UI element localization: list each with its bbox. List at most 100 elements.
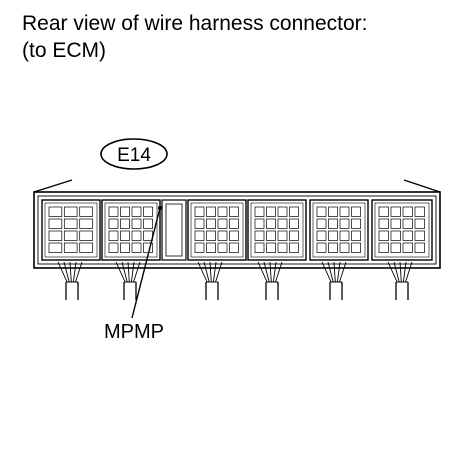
wire-strand (69, 261, 72, 283)
terminal-cavity (108, 230, 119, 241)
wire-strand (393, 261, 400, 283)
wire-strand (402, 261, 407, 283)
wire-strand (127, 261, 130, 283)
terminal-cavity (390, 218, 401, 229)
terminal-cavity (143, 206, 153, 217)
wire-strand (339, 261, 347, 283)
terminal-cavity (378, 230, 389, 241)
wire-strand (130, 261, 135, 283)
terminal-cavity (254, 230, 265, 241)
terminal-cavity (266, 218, 276, 229)
terminal-cavity (266, 206, 276, 217)
terminal-cavity (339, 230, 350, 241)
wire-strand (115, 261, 126, 283)
wire-strand (72, 261, 77, 283)
terminal-cavity (131, 242, 142, 253)
terminal-block-inner (44, 202, 98, 258)
terminal-cavity (339, 206, 350, 217)
terminal-cavity (390, 242, 401, 253)
terminal-cavity (79, 242, 93, 253)
terminal-cavity (266, 242, 276, 253)
connector-id-label: E14 (117, 145, 151, 166)
mpmp-terminal-marker (158, 206, 162, 210)
housing-inner (37, 195, 437, 265)
terminal-cavity (328, 218, 338, 229)
terminal-cavity (217, 242, 228, 253)
terminal-cavity (48, 206, 63, 217)
wire-strand (197, 261, 208, 283)
terminal-cavity (120, 206, 130, 217)
terminal-cavity (277, 242, 288, 253)
terminal-cavity (63, 242, 78, 253)
left-guide-line (33, 179, 73, 193)
wire-strand (333, 261, 336, 283)
wire-strand (405, 261, 413, 283)
terminal-cavity (79, 218, 93, 229)
terminal-cavity (351, 242, 361, 253)
terminal-cavity (143, 230, 153, 241)
wire-strand (75, 261, 83, 283)
terminal-cavity (351, 218, 361, 229)
wire-strand (275, 261, 283, 283)
terminal-cavity (339, 242, 350, 253)
wire-strand (327, 261, 334, 283)
wire-bundle (115, 261, 141, 300)
terminal-cavity (402, 242, 413, 253)
terminal-cavity (402, 206, 413, 217)
terminal-cavity (328, 206, 338, 217)
terminal-cavity (63, 230, 78, 241)
caption-line-2: (to ECM) (22, 39, 106, 62)
wire-bundle (257, 261, 283, 300)
terminal-cavity (351, 206, 361, 217)
terminal-block (101, 199, 161, 261)
wire-strand (321, 261, 332, 283)
mpmp-label: MPMP (104, 321, 164, 343)
terminal-cavity (131, 230, 142, 241)
terminal-block-inner (374, 202, 430, 258)
wire-strand (63, 261, 70, 283)
terminal-cavity (254, 206, 265, 217)
wire-strand (263, 261, 270, 283)
terminal-cavity (289, 242, 299, 253)
right-guide-line (403, 179, 441, 193)
terminal-cavity (108, 242, 119, 253)
terminal-cavity (217, 230, 228, 241)
terminal-cavity (63, 206, 78, 217)
terminal-cavity (328, 242, 338, 253)
terminal-cavity (206, 218, 216, 229)
wire-strand (336, 261, 341, 283)
terminal-cavity (229, 218, 239, 229)
wire-bundle (197, 261, 223, 300)
terminal-cavity (217, 206, 228, 217)
terminal-block-inner (104, 202, 158, 258)
connector-id-ellipse (100, 138, 168, 170)
terminal-block (41, 199, 101, 261)
wire-strand (399, 261, 402, 283)
terminal-cavity (289, 230, 299, 241)
terminal-cavity (277, 206, 288, 217)
terminal-cavity (289, 218, 299, 229)
terminal-block (247, 199, 307, 261)
diagram-caption: Rear view of wire harness connector: (to… (22, 10, 368, 64)
terminal-cavity (402, 218, 413, 229)
terminal-block (309, 199, 369, 261)
terminal-block-inner (312, 202, 366, 258)
terminal-cavity (194, 242, 205, 253)
center-key-inner (165, 203, 183, 257)
terminal-cavity (206, 230, 216, 241)
terminal-cavity (120, 230, 130, 241)
wire-bundle (321, 261, 347, 300)
terminal-cavity (79, 206, 93, 217)
terminal-cavity (194, 230, 205, 241)
terminal-cavity (339, 218, 350, 229)
terminal-cavity (229, 206, 239, 217)
terminal-cavity (229, 230, 239, 241)
terminal-cavity (277, 218, 288, 229)
wire-strand (387, 261, 398, 283)
terminal-cavity (131, 206, 142, 217)
mpmp-callout: MPMP (104, 206, 164, 343)
terminal-cavity (316, 230, 327, 241)
terminal-cavity (390, 230, 401, 241)
terminal-cavity (378, 242, 389, 253)
terminal-cavity (289, 206, 299, 217)
